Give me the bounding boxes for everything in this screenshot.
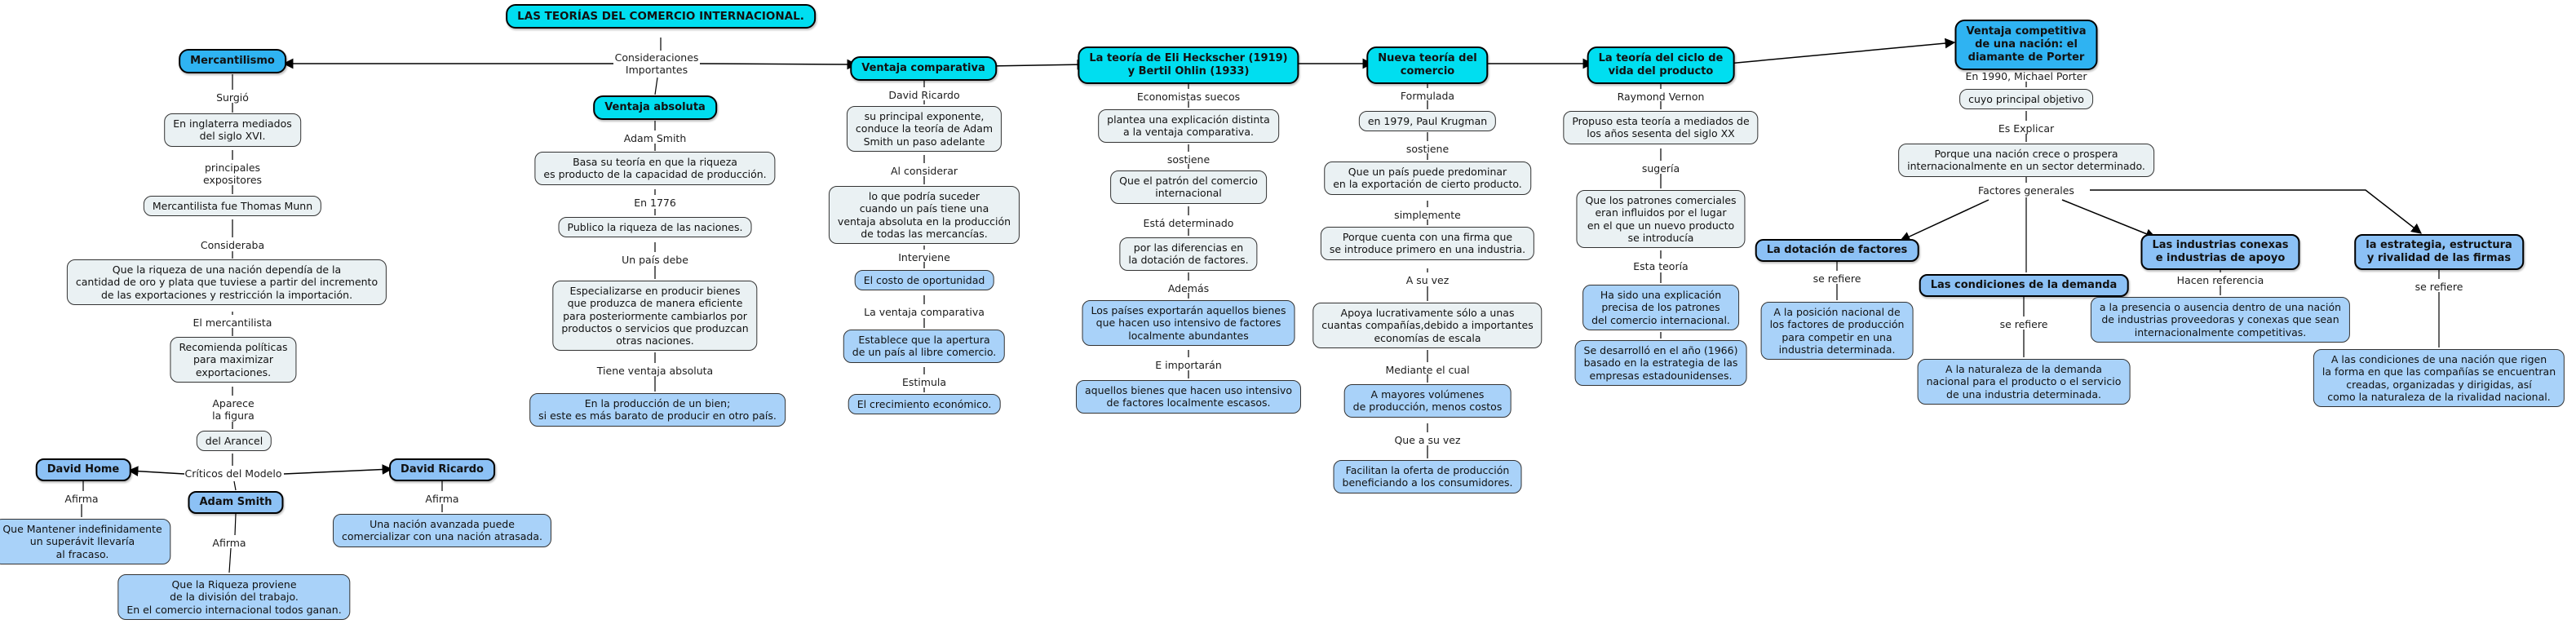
box-firma-primero[interactable]: Porque cuenta con una firma que se intro… [1320,227,1535,260]
label-david-ricardo: David Ricardo [888,89,960,101]
box-apoya-companias[interactable]: Apoya lucrativamente sólo a unas cuantas… [1312,303,1543,348]
label-tiene-ventaja-absoluta: Tiene ventaja absoluta [596,365,714,377]
label-surgio: Surgió [216,91,249,104]
box-superavit-fracaso[interactable]: Que Mantener indefinidamente un superávi… [0,519,171,564]
box-costo-oportunidad[interactable]: El costo de oportunidad [854,270,994,291]
label-al-considerar: Al considerar [891,165,958,177]
label-michael-porter: En 1990, Michael Porter [1965,70,2087,82]
box-factores-escasos[interactable]: aquellos bienes que hacen uso intensivo … [1075,380,1302,414]
label-se-refiere-estrategia: se refiere [2414,281,2463,293]
label-interviene: Interviene [898,251,950,263]
label-se-refiere-demanda: se refiere [1999,318,2048,330]
box-dotacion-factores[interactable]: por las diferencias en la dotación de fa… [1119,237,1258,271]
node-heckscher-ohlin[interactable]: La teoría de Eli Heckscher (1919) y Bert… [1078,46,1299,84]
node-porter-diamante[interactable]: Ventaja competitiva de una nación: el di… [1954,20,2098,70]
node-estrategia-rivalidad[interactable]: la estrategia, estructura y rivalidad de… [2354,234,2524,270]
box-patrones-comerciales[interactable]: Que los patrones comerciales eran influi… [1576,190,1746,248]
box-propuso-teoria[interactable]: Propuso esta teoría a mediados de los añ… [1563,111,1759,144]
node-ventaja-absoluta[interactable]: Ventaja absoluta [593,95,717,120]
node-condiciones-demanda[interactable]: Las condiciones de la demanda [1919,274,2129,297]
box-principal-exponente[interactable]: su principal exponente, conduce la teorí… [846,106,1003,152]
box-recomienda-politicas[interactable]: Recomienda políticas para maximizar expo… [170,337,297,383]
box-podria-suceder[interactable]: lo que podría suceder cuando un país tie… [828,186,1020,244]
label-esta-teoria: Esta teoría [1633,260,1689,272]
label-formulada: Formulada [1400,90,1455,102]
box-desarrollo-1966[interactable]: Se desarrolló en el año (1966) basado en… [1574,340,1747,386]
box-naturaleza-demanda[interactable]: A la naturaleza de la demanda nacional p… [1917,359,2131,405]
label-hacen-referencia: Hacen referencia [2176,274,2264,286]
label-que-a-su-vez: Que a su vez [1394,434,1461,446]
box-mayores-volumenes[interactable]: A mayores volúmenes de producción, menos… [1343,384,1512,418]
label-aparece-figura: Aparece la figura [212,397,255,423]
node-main-title[interactable]: LAS TEORÍAS DEL COMERCIO INTERNACIONAL. [506,4,816,29]
box-nacion-avanzada[interactable]: Una nación avanzada puede comercializar … [332,514,552,547]
box-condiciones-companias[interactable]: A las condiciones de una nación que rige… [2313,349,2565,407]
label-afirma-ricardo: Afirma [425,493,459,505]
label-simplemente: simplemente [1394,209,1461,221]
node-david-ricardo[interactable]: David Ricardo [389,458,495,481]
box-explicacion-precisa[interactable]: Ha sido una explicación precisa de los p… [1582,285,1739,330]
box-crecimiento-economico[interactable]: El crecimiento económico. [848,394,1001,415]
label-afirma-smith: Afirma [212,537,246,549]
label-economistas-suecos: Economistas suecos [1136,91,1241,103]
box-explicacion-distinta[interactable]: plantea una explicación distinta a la ve… [1098,109,1279,143]
label-adam-smith: Adam Smith [623,132,687,144]
box-riqueza-oro-plata[interactable]: Que la riqueza de una nación dependía de… [66,259,387,305]
label-sostiene-nt: sostiene [1405,143,1450,155]
label-afirma-home: Afirma [64,493,99,505]
label-ademas: Además [1167,282,1210,294]
node-david-home[interactable]: David Home [35,458,131,481]
label-es-explicar: Es Explicar [1998,122,2055,135]
node-adam-smith[interactable]: Adam Smith [188,491,284,514]
box-riqueza-division-trabajo[interactable]: Que la Riqueza proviene de la división d… [117,574,351,620]
box-paul-krugman[interactable]: en 1979, Paul Krugman [1358,111,1497,132]
box-posicion-nacional[interactable]: A la posición nacional de los factores d… [1760,302,1914,360]
box-establece-apertura[interactable]: Establece que la apertura de un país al … [843,330,1006,363]
label-raymond-vernon: Raymond Vernon [1617,91,1705,103]
box-produccion-bien[interactable]: En la producción de un bien; si este es … [529,393,786,427]
box-presencia-ausencia[interactable]: a la presencia o ausencia dentro de una … [2090,297,2351,343]
node-dotacion-factores[interactable]: La dotación de factores [1755,239,1919,262]
box-patron-comercio[interactable]: Que el patrón del comercio internacional [1110,170,1267,204]
node-nueva-teoria[interactable]: Nueva teoría del comercio [1366,46,1489,84]
label-consideraciones: Consideraciones Importantes [614,51,699,77]
node-ventaja-comparativa[interactable]: Ventaja comparativa [850,56,997,81]
node-industrias-conexas[interactable]: Las industrias conexas e industrias de a… [2140,234,2300,270]
box-nacion-crece[interactable]: Porque una nación crece o prospera inter… [1898,144,2154,177]
label-sostiene-ho: sostiene [1166,153,1211,166]
node-ciclo-vida[interactable]: La teoría del ciclo de vida del producto [1587,46,1735,84]
label-un-pais-debe: Un país debe [622,254,688,266]
node-mercantilismo[interactable]: Mercantilismo [179,49,286,73]
label-expositores: principales expositores [202,162,263,187]
box-inglaterra[interactable]: En inglaterra mediados del siglo XVI. [164,113,301,147]
box-thomas-munn[interactable]: Mercantilista fue Thomas Munn [143,196,322,217]
box-arancel[interactable]: del Arancel [196,431,272,452]
label-la-ventaja-comparativa: La ventaja comparativa [864,306,985,318]
box-riqueza-naciones[interactable]: Publico la riqueza de las naciones. [558,217,752,238]
label-consideraba: Consideraba [200,239,265,251]
label-sugeria: sugería [1641,162,1680,175]
label-en-1776: En 1776 [634,197,676,209]
label-factores-generales: Factores generales [1978,184,2074,197]
label-estimula: Estimula [901,376,947,388]
label-esta-determinado: Está determinado [1143,217,1234,229]
box-facilitan-oferta[interactable]: Facilitan la oferta de producción benefi… [1333,460,1522,493]
box-predominar[interactable]: Que un país puede predominar en la expor… [1324,162,1531,195]
box-principal-objetivo[interactable]: cuyo principal objetivo [1959,89,2093,110]
box-especializarse[interactable]: Especializarse en producir bienes que pr… [552,281,758,352]
label-criticos-modelo: Críticos del Modelo [184,467,282,480]
label-e-importaran: E importarán [1155,359,1222,371]
box-exportaran[interactable]: Los países exportarán aquellos bienes qu… [1082,300,1295,346]
label-se-refiere-dotacion: se refiere [1812,272,1861,285]
label-mediante-el-cual: Mediante el cual [1385,364,1470,376]
box-basa-teoria[interactable]: Basa su teoría en que la riqueza es prod… [534,152,776,185]
label-el-mercantilista: El mercantilista [193,316,272,329]
label-a-su-vez: A su vez [1405,274,1450,286]
